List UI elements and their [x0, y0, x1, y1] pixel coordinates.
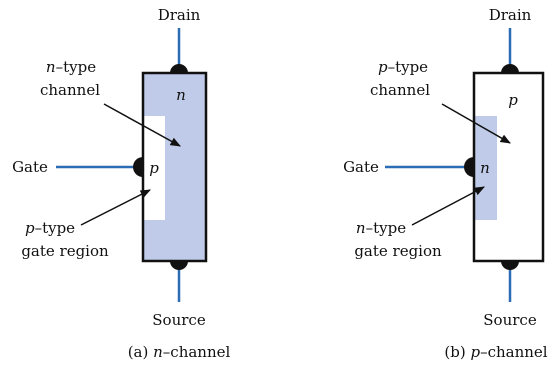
- body-type-letter: n: [176, 86, 186, 104]
- gate-type-letter: p: [149, 159, 159, 177]
- gate-region-label-line1: p–type: [25, 219, 75, 237]
- source-contact: [501, 261, 519, 270]
- drain-label: Drain: [489, 6, 532, 24]
- gate-region-arrow: [80, 189, 151, 226]
- source-contact: [170, 261, 188, 270]
- channel-label-line2: channel: [370, 81, 430, 99]
- gate-label: Gate: [343, 158, 379, 176]
- caption-a: (a) n–channel: [128, 343, 231, 361]
- channel-label-line1: n–type: [46, 58, 96, 76]
- channel-label-line2: channel: [40, 81, 100, 99]
- channel-label-line1: p–type: [378, 58, 428, 76]
- gate-region-label-line2: gate region: [354, 242, 442, 260]
- drain-contact: [170, 64, 188, 73]
- channel-arrow: [103, 103, 181, 147]
- gate-contact: [133, 157, 143, 177]
- gate-contact: [464, 157, 474, 177]
- source-label: Source: [152, 311, 206, 329]
- gate-type-letter: n: [480, 159, 490, 177]
- drain-contact: [501, 64, 519, 73]
- source-label: Source: [483, 311, 537, 329]
- drain-label: Drain: [158, 6, 201, 24]
- panel-a-n-channel: Drain Source Gate n p n–type channel p–t…: [12, 6, 230, 361]
- channel-arrow: [441, 103, 511, 144]
- panel-b-p-channel: Drain Source Gate p n p–type channel n–t…: [343, 6, 548, 361]
- caption-b: (b) p–channel: [444, 343, 547, 361]
- gate-label: Gate: [12, 158, 48, 176]
- gate-region-label-line1: n–type: [356, 219, 406, 237]
- gate-region-arrow: [411, 186, 485, 226]
- body-type-letter: p: [508, 91, 518, 109]
- gate-region-label-line2: gate region: [21, 242, 109, 260]
